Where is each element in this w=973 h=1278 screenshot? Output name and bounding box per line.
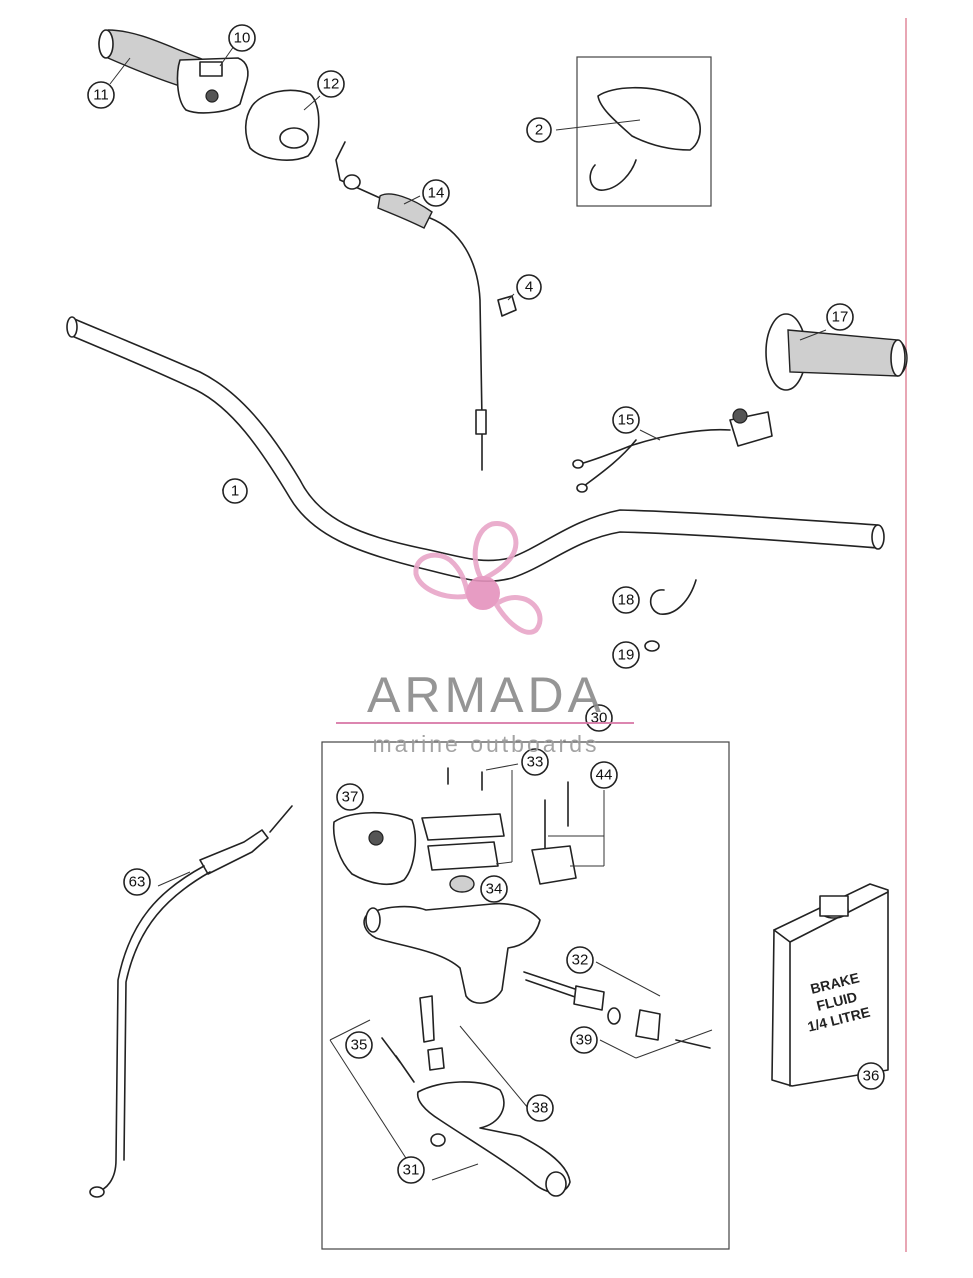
callout-19: 19 [612, 641, 640, 669]
adjuster-spring [381, 1037, 415, 1083]
callout-35: 35 [345, 1031, 373, 1059]
armada-logo: ARMADA marine outboards [336, 521, 634, 757]
callout-10: 10 [228, 24, 256, 52]
callout-label: 34 [486, 881, 503, 898]
brake-fluid-can [771, 883, 889, 1087]
throttle-cover [244, 89, 320, 161]
callout-label: 19 [618, 647, 635, 664]
callout-label: 37 [342, 789, 359, 806]
callout-label: 31 [403, 1162, 420, 1179]
propeller-icon [413, 521, 543, 635]
master-cylinder-body [363, 902, 541, 1004]
callout-label: 18 [618, 592, 635, 609]
callout-label: 10 [234, 30, 251, 47]
small-washer [644, 640, 660, 652]
callout-label: 2 [535, 122, 543, 139]
piston-boot [607, 1007, 711, 1049]
throttle-cable [335, 141, 487, 471]
callout-11: 11 [87, 81, 115, 109]
kill-switch [572, 408, 773, 493]
clutch-lever [416, 1081, 571, 1197]
throttle-housing [176, 57, 249, 114]
callout-15: 15 [612, 406, 640, 434]
cable-tie [649, 579, 697, 615]
callout-label: 11 [93, 87, 109, 104]
callout-label: 39 [576, 1032, 593, 1049]
callout-label: 14 [428, 185, 445, 202]
callout-33: 33 [521, 748, 549, 776]
callout-44: 44 [590, 761, 618, 789]
callout-label: 63 [129, 874, 146, 891]
callout-label: 1 [231, 483, 239, 500]
callout-label: 36 [863, 1068, 880, 1085]
callout-label: 12 [323, 76, 340, 93]
logo-wordmark: ARMADA [367, 667, 605, 723]
callout-39: 39 [570, 1026, 598, 1054]
handlebar [66, 316, 885, 583]
callout-31: 31 [397, 1156, 425, 1184]
lever-pivot [419, 995, 445, 1071]
callout-label: 38 [532, 1100, 549, 1117]
callout-32: 32 [566, 946, 594, 974]
callout-63: 63 [123, 868, 151, 896]
callout-label: 32 [572, 952, 589, 969]
leader-lines [109, 45, 827, 1181]
piston-spring [523, 971, 605, 1011]
callout-14: 14 [422, 179, 450, 207]
callout-17: 17 [826, 303, 854, 331]
callout-36: 36 [857, 1062, 885, 1090]
clamp-bolts [531, 781, 577, 885]
diaphragm [449, 875, 475, 893]
part-2-box [576, 56, 712, 207]
callout-30: 30 [585, 704, 613, 732]
callout-label: 4 [525, 279, 533, 296]
callout-label: 44 [596, 767, 613, 784]
callout-37: 37 [336, 783, 364, 811]
callout-1: 1 [222, 478, 248, 504]
callout-38: 38 [526, 1094, 554, 1122]
reservoir-cover [421, 767, 505, 871]
clutch-clamp [332, 811, 417, 886]
callout-2: 2 [526, 117, 552, 143]
part-30-box [321, 741, 730, 1250]
callout-34: 34 [480, 875, 508, 903]
left-grip [765, 313, 908, 391]
cable-guide [589, 86, 701, 191]
callout-12: 12 [317, 70, 345, 98]
callout-label: 35 [351, 1037, 368, 1054]
hydraulic-line [89, 805, 293, 1198]
callout-18: 18 [612, 586, 640, 614]
callout-label: 15 [618, 412, 635, 429]
callout-label: 17 [832, 309, 849, 326]
callout-label: 33 [527, 754, 544, 771]
logo-tagline: marine outboards [373, 731, 600, 757]
callout-4: 4 [516, 274, 542, 300]
nut [497, 295, 517, 317]
